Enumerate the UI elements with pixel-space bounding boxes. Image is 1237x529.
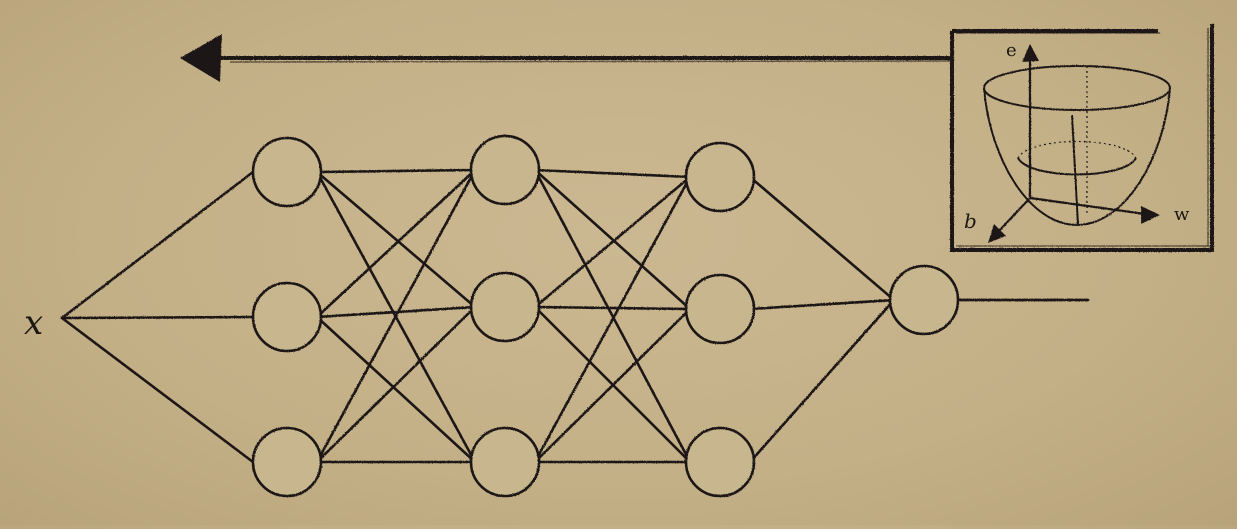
neuron-layer4-1: [888, 264, 960, 336]
edge-input-l1-0: [60, 170, 255, 320]
edge-l2-2-l3-1: [533, 307, 692, 464]
network-edges: [60, 168, 1090, 464]
network-nodes: [251, 134, 960, 498]
edge-l1-1-l2-0: [315, 168, 477, 319]
arrowhead-left: [180, 34, 222, 82]
edge-l3-2-l4-0: [748, 298, 896, 464]
neuron-layer1-1: [251, 136, 323, 208]
inset-frame: [950, 24, 1214, 252]
error-surface-inset: [950, 24, 1214, 252]
neuron-layer1-3: [251, 426, 323, 498]
edge-l1-2-l2-1: [315, 305, 477, 464]
neuron-layer3-3: [684, 426, 756, 498]
bowl-contour-back: [1017, 140, 1137, 159]
neuron-layer3-1: [684, 141, 756, 213]
axis-w-arrowhead: [1141, 206, 1160, 224]
neuron-layer2-2: [469, 271, 541, 343]
neuron-layer1-2: [251, 281, 323, 353]
neuron-layer2-1: [469, 134, 541, 206]
axis-b-arrowhead: [988, 224, 1006, 243]
edge-l1-0-l2-1: [315, 170, 477, 309]
neuron-layer2-3: [469, 426, 541, 498]
edge-l2-1-l3-1: [533, 305, 692, 311]
axis-w-label: w: [1174, 204, 1190, 225]
edge-input-l1-2: [60, 316, 255, 464]
bowl-contour-front: [1017, 157, 1137, 176]
neuron-layer3-2: [684, 273, 756, 345]
edge-l1-1-l2-1: [315, 305, 477, 319]
axis-e-label: e: [1006, 40, 1017, 61]
edge-l2-0-l3-2: [533, 168, 692, 464]
edge-l3-1-l4-0: [748, 298, 896, 311]
edge-l2-1-l3-0: [533, 175, 692, 309]
edge-l2-0-l3-1: [533, 168, 692, 311]
axis-b-label: b: [964, 209, 977, 233]
axis-e-arrowhead: [1022, 44, 1039, 62]
bowl-rim: [983, 65, 1171, 111]
descent-path: [1071, 114, 1079, 226]
edge-input-l1-1: [60, 315, 255, 320]
edge-l3-0-l4-0: [748, 175, 896, 302]
input-label: x: [24, 303, 43, 343]
edge-l1-1-l2-2: [315, 315, 477, 464]
axis-w: [1029, 196, 1146, 216]
edge-l2-2-l3-0: [533, 175, 692, 464]
edge-l2-0-l3-0: [533, 168, 692, 179]
backprop-arrow: [180, 34, 954, 82]
edge-l1-0-l2-0: [315, 168, 477, 174]
axis-b: [997, 197, 1031, 233]
edge-l1-2-l2-0: [315, 168, 477, 464]
